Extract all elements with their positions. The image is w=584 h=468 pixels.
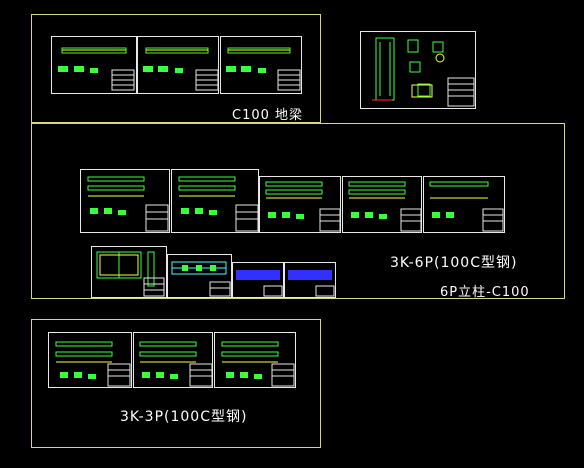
label-3k-6p: 3K-6P(100C型钢) [390, 255, 518, 271]
drawing-sheet[interactable] [167, 254, 232, 298]
label-column: 6P立柱-C100 [440, 285, 530, 300]
drawing-sheet[interactable] [51, 36, 137, 94]
drawing-sheet[interactable] [220, 36, 302, 94]
label-ground-beam: C100 地梁 [232, 108, 304, 123]
drawing-sheet[interactable] [80, 169, 170, 233]
drawing-sheet[interactable] [171, 169, 259, 233]
drawing-sheet[interactable] [48, 332, 132, 388]
group-frame-3k-6p [31, 123, 565, 299]
drawing-sheet[interactable] [137, 36, 219, 94]
label-3k-3p: 3K-3P(100C型钢) [120, 409, 248, 425]
group-frame-ground-beam [31, 14, 321, 123]
group-frame-3k-3p [31, 319, 321, 448]
